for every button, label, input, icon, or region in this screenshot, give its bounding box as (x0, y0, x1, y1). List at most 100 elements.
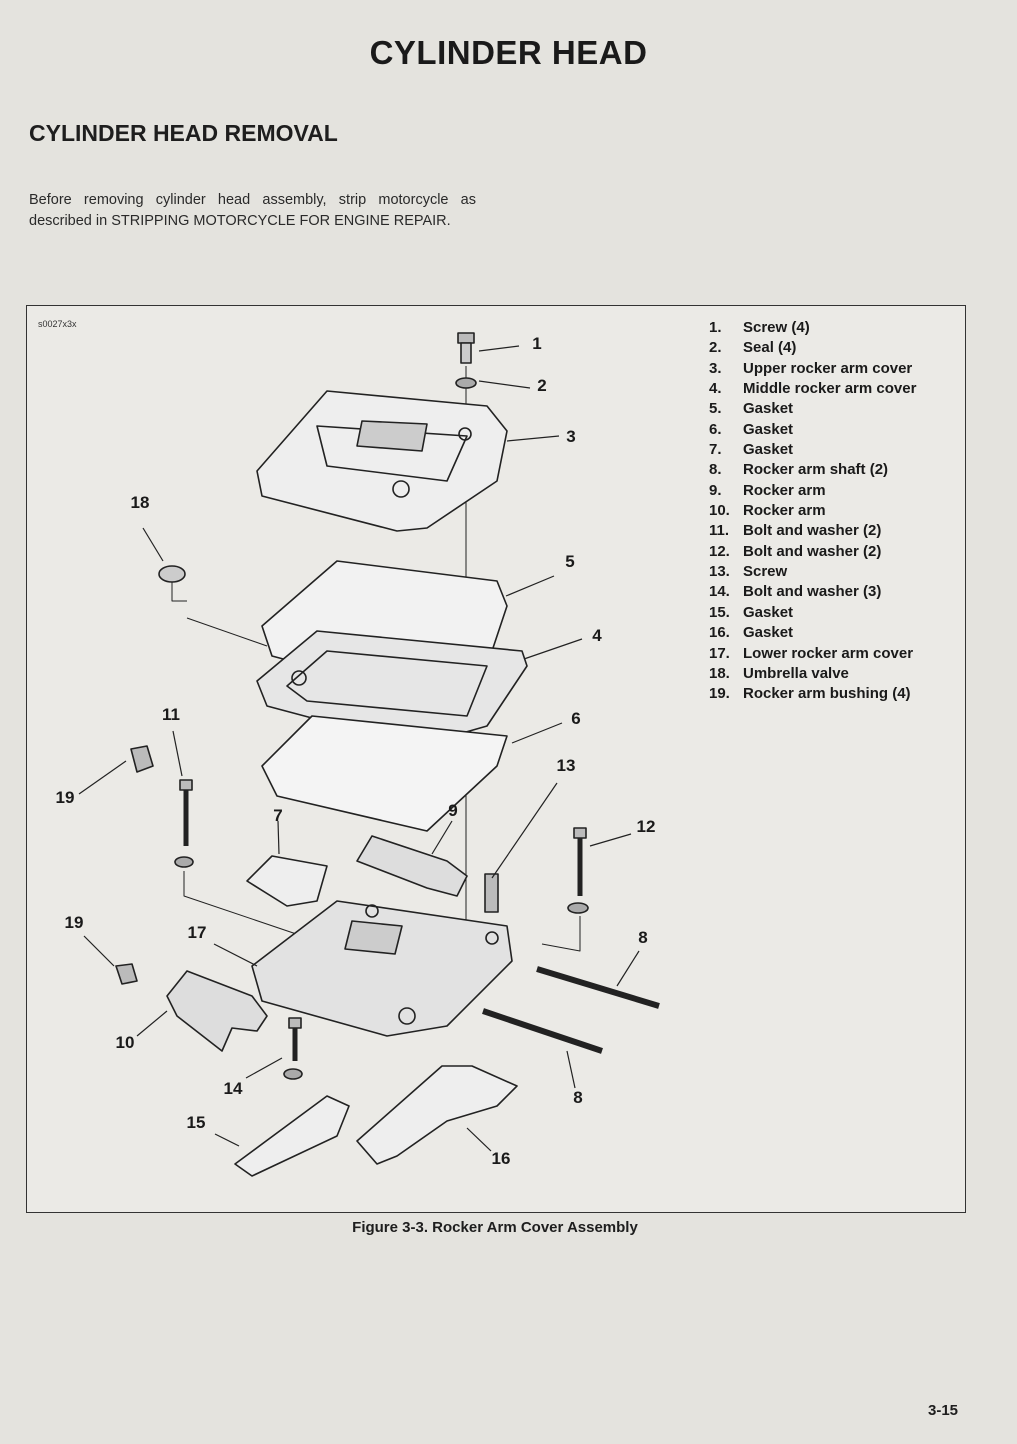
callout-label: 14 (223, 1079, 243, 1098)
legend-item-text: Gasket (743, 420, 794, 438)
figure-id: s0027x3x (38, 319, 77, 329)
legend-item-number: 2. (709, 339, 722, 357)
figure-caption: Figure 3-3. Rocker Arm Cover Assembly (352, 1219, 638, 1236)
legend-item-number: 13. (709, 563, 730, 581)
legend-item-number: 18. (709, 664, 730, 682)
legend-item-number: 7. (709, 441, 722, 459)
legend-item: 14.Bolt and washer (3) (709, 582, 916, 602)
shaft-part (482, 1008, 603, 1054)
legend-item-text: Rocker arm (743, 481, 826, 499)
legend-item-text: Bolt and washer (2) (743, 542, 882, 560)
callout-label: 12 (636, 817, 656, 836)
callout-label: 17 (187, 923, 207, 942)
legend-item-text: Seal (4) (743, 339, 797, 357)
legend-item: 18. Umbrella valve (709, 664, 916, 684)
callout-label: 7 (273, 806, 283, 825)
bolt-11-part (174, 779, 318, 942)
bushing-part (115, 963, 138, 985)
legend-item-number: 10. (709, 502, 730, 520)
legend-item-number: 4. (709, 380, 722, 398)
callout-label: 5 (565, 552, 575, 571)
legend-item-number: 12. (709, 542, 730, 560)
callout-label: 10 (115, 1033, 135, 1052)
legend-item-text: Middle rocker arm cover (743, 380, 917, 398)
callout-label: 15 (186, 1113, 206, 1132)
legend-item-text: Rocker arm bushing (4) (743, 685, 911, 703)
legend-item-number: 1. (709, 319, 722, 336)
rocker-arm-10-part (166, 970, 268, 1052)
legend-item-number: 6. (709, 420, 722, 438)
section-title: CYLINDER HEAD REMOVAL (29, 120, 338, 146)
callout-label: 4 (592, 626, 602, 645)
callout-label: 2 (537, 376, 547, 395)
legend-item-number: 16. (709, 624, 730, 642)
legend-item: 4. Middle rocker arm cover (709, 379, 916, 399)
rocker-arm-9-part (356, 835, 468, 897)
gasket-7-part (246, 855, 328, 907)
bolt-12-part (541, 827, 589, 952)
legend-item: 9. Rocker arm (709, 481, 916, 501)
callout-label: 3 (566, 427, 576, 446)
exploded-diagram (78, 332, 660, 1177)
lower-cover-part (251, 900, 513, 1037)
screw-13-part (484, 873, 499, 913)
legend-item: 17. Lower rocker arm cover (709, 644, 916, 664)
legend-item-text: Upper rocker arm cover (743, 359, 913, 377)
screw-part (457, 332, 475, 364)
shaft-part (536, 966, 660, 1009)
legend-item-number: 8. (709, 461, 722, 479)
legend-item: 2. Seal (4) (709, 338, 916, 358)
intro-paragraph: Before removing cylinder head assembly, … (29, 192, 476, 229)
gasket-6-part (261, 715, 508, 832)
legend-item: 8. Rocker arm shaft (2) (709, 460, 916, 480)
legend-item-text: Bolt and washer (3) (743, 583, 882, 601)
page-title: CYLINDER HEAD (369, 34, 648, 71)
legend-item-text: Gasket (743, 400, 794, 418)
legend-item-text: Bolt and washer (2) (743, 522, 882, 540)
legend-item: 15. Gasket (709, 603, 916, 623)
legend-item-text: Rocker arm (743, 502, 826, 520)
callout-label: 6 (571, 709, 581, 728)
callout-label: 13 (556, 756, 576, 775)
legend-item: 16. Gasket (709, 623, 916, 643)
legend-item: 1. Screw (4) (709, 318, 916, 338)
legend-item-number: 19. (709, 685, 730, 703)
bushing-part (130, 745, 154, 773)
legend-item: 5. Gasket (709, 399, 916, 419)
legend-item-text: Gasket (743, 603, 794, 621)
callout-label: 18 (130, 493, 150, 512)
legend-item-number: 3. (709, 359, 722, 377)
legend-item-text: Lower rocker arm cover (743, 644, 914, 662)
legend-item-text: Screw (743, 563, 788, 581)
callout-label: 9 (448, 801, 458, 820)
seal-part (455, 377, 477, 389)
legend-item-number: 15. (709, 603, 730, 621)
gasket-16-part (356, 1065, 518, 1165)
bolt-14-part (283, 1017, 303, 1080)
callout-label: 1 (532, 334, 542, 353)
callout-label: 8 (638, 928, 648, 947)
legend-item: 13. Screw (709, 562, 916, 582)
legend-item-text: Screw (4) (743, 319, 810, 336)
legend-item-text: Rocker arm shaft (2) (743, 461, 889, 479)
callout-label: 8 (573, 1088, 583, 1107)
legend-item-number: 17. (709, 644, 730, 662)
legend-item-number: 11. (709, 522, 730, 540)
legend-item: 11. Bolt and washer (2) (709, 521, 916, 541)
legend-item-text: Gasket (743, 624, 794, 642)
legend-item: 10. Rocker arm (709, 501, 916, 521)
legend-item-number: 5. (709, 400, 722, 418)
legend-item: 7. Gasket (709, 440, 916, 460)
legend-item: 12. Bolt and washer (2) (709, 542, 916, 562)
legend-item: 6. Gasket (709, 420, 916, 440)
legend-item-text: Umbrella valve (743, 664, 849, 682)
callout-label: 19 (55, 788, 75, 807)
parts-legend: 1. Screw (4) 2. Seal (4) 3. Upper rocker arm … (709, 318, 916, 705)
legend-item-number: 9. (709, 481, 722, 499)
callout-label: 19 (64, 913, 84, 932)
legend-item: 3. Upper rocker arm cover (709, 359, 916, 379)
umbrella-valve-part (158, 565, 268, 647)
callout-label: 16 (491, 1149, 511, 1168)
legend-item: 19. Rocker arm bushing (4) (709, 684, 916, 704)
legend-item-text: Gasket (743, 441, 794, 459)
